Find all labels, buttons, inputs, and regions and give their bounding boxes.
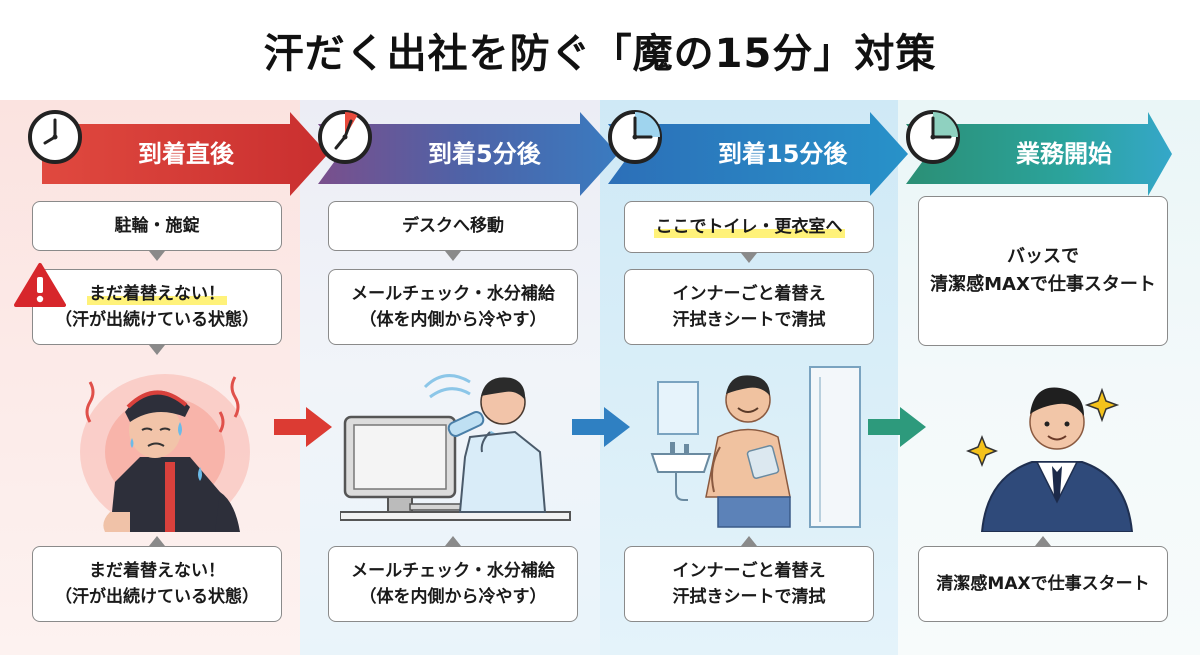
stage-3-middle-text-1: インナーごと着替え: [673, 281, 826, 307]
stage-2-top-text: デスクへ移動: [402, 213, 504, 239]
flow-arrow-icon: [274, 405, 332, 449]
stage-2-bottom-box: メールチェック・水分補給 （体を内側から冷やす）: [328, 546, 578, 622]
stage-3-middle-box: インナーごと着替え 汗拭きシートで清拭: [624, 269, 874, 345]
clock-icon: [906, 110, 960, 164]
page-title: 汗だく出社を防ぐ「魔の15分」対策: [0, 0, 1200, 100]
clock-icon: [608, 110, 662, 164]
stage-2-middle-text-2: （体を内側から冷やす）: [360, 307, 547, 333]
stage-1-banner: 到着直後: [28, 110, 328, 198]
businessman-in-suit-illustration: [962, 362, 1152, 532]
stage-1-bottom-text-1: まだ着替えない！: [89, 558, 225, 584]
stage-1-top-text: 駐輪・施錠: [115, 213, 200, 239]
stage-2-middle-text-1: メールチェック・水分補給: [351, 281, 555, 307]
stage-3-bottom-box: インナーごと着替え 汗拭きシートで清拭: [624, 546, 874, 622]
stage-1-middle-text-1: まだ着替えない！: [87, 281, 227, 307]
man-wiping-sweat-illustration: [640, 362, 870, 532]
clock-icon: [28, 110, 82, 164]
stage-4-top-text-2: 清潔感MAXで仕事スタート: [930, 271, 1156, 299]
stage-1-middle-text-2: （汗が出続けている状態）: [55, 307, 259, 333]
stage-1-bottom-text-2: （汗が出続けている状態）: [55, 584, 259, 610]
stage-4-banner: 業務開始: [906, 110, 1176, 198]
sweating-cyclist-illustration: [70, 362, 260, 532]
stage-4-top-text-1: バッスで: [1007, 243, 1079, 271]
stage-1-middle-box: まだ着替えない！ （汗が出続けている状態）: [32, 269, 282, 345]
stage-3-middle-text-2: 汗拭きシートで清拭: [673, 307, 826, 333]
stage-3-top-box: ここでトイレ・更衣室へ: [624, 201, 874, 253]
stage-3-banner: 到着15分後: [608, 110, 908, 198]
stage-4-bottom-text: 清潔感MAXで仕事スタート: [936, 571, 1149, 597]
stage-3-label: 到着15分後: [718, 110, 847, 198]
stage-3-bottom-text-1: インナーごと着替え: [673, 558, 826, 584]
stage-3-bottom-text-2: 汗拭きシートで清拭: [673, 584, 826, 610]
clock-icon: [318, 110, 372, 164]
stage-2-bottom-text-1: メールチェック・水分補給: [351, 558, 555, 584]
flow-arrow-icon: [868, 405, 926, 449]
stage-2-top-box: デスクへ移動: [328, 201, 578, 251]
stage-2-label: 到着5分後: [428, 110, 541, 198]
flow-arrow-icon: [572, 405, 630, 449]
stage-1-bottom-box: まだ着替えない！ （汗が出続けている状態）: [32, 546, 282, 622]
stage-1-label: 到着直後: [138, 110, 234, 198]
sparkle-icon: [1087, 390, 1117, 420]
stage-4-top-box: バッスで 清潔感MAXで仕事スタート: [918, 196, 1168, 346]
stage-2-bottom-text-2: （体を内側から冷やす）: [360, 584, 547, 610]
stage-2-middle-box: メールチェック・水分補給 （体を内側から冷やす）: [328, 269, 578, 345]
stage-2-banner: 到着5分後: [318, 110, 618, 198]
sparkle-icon: [968, 437, 996, 465]
stage-3-top-text: ここでトイレ・更衣室へ: [654, 214, 845, 240]
stage-1-top-box: 駐輪・施錠: [32, 201, 282, 251]
warning-icon: [14, 262, 66, 308]
stage-4-label: 業務開始: [1016, 110, 1112, 198]
man-drinking-at-desk-illustration: [340, 362, 580, 532]
stage-4-bottom-box: 清潔感MAXで仕事スタート: [918, 546, 1168, 622]
